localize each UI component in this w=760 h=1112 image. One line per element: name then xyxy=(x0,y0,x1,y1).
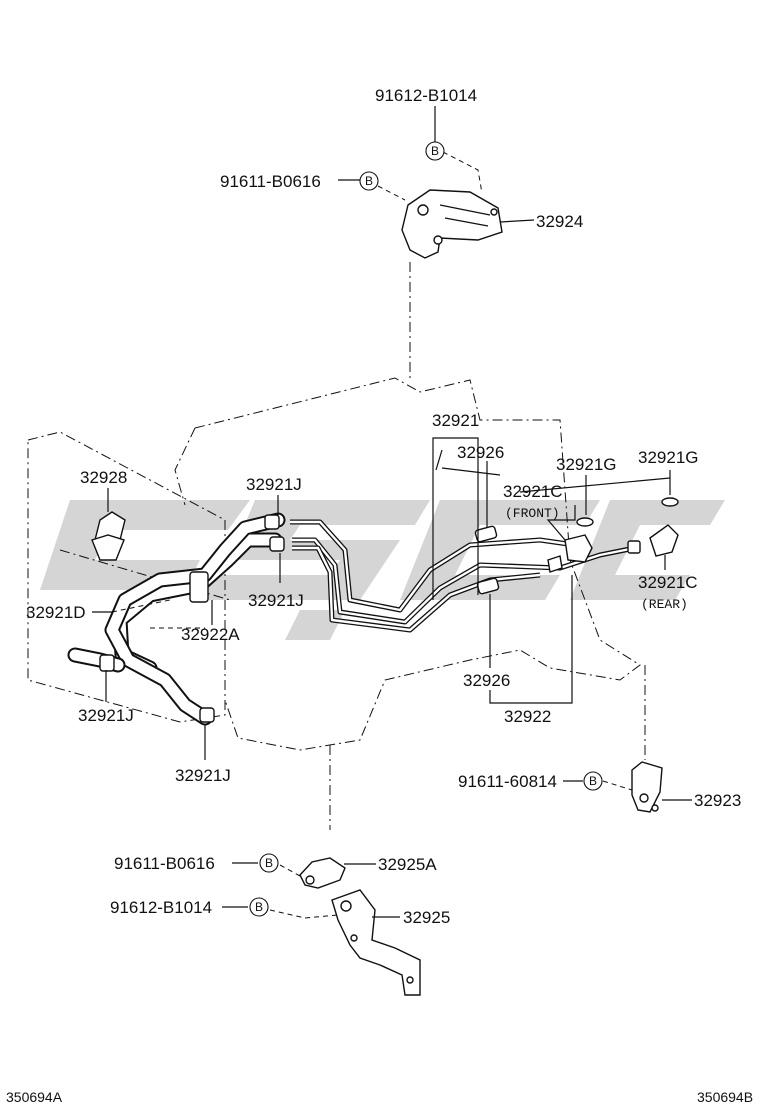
label-bracket-bottom-a: 32925A xyxy=(378,855,437,874)
label-bracket-mid: 32923 xyxy=(694,791,741,810)
label-gasket-right: 32921G xyxy=(638,448,699,467)
label-grommet-upper: 32926 xyxy=(457,443,504,462)
label-bolt-bottom1: 91611-B0616 xyxy=(114,854,215,873)
label-clamp-top-left: 32928 xyxy=(80,468,127,487)
bracket-32924 xyxy=(401,189,503,259)
label-bracket-bottom: 32925 xyxy=(403,908,450,927)
label-clip-mid: 32921J xyxy=(78,706,134,725)
label-bolt-bottom2: 91612-B1014 xyxy=(110,898,212,917)
circled-b-icon: B xyxy=(425,141,445,161)
label-front-note: (FRONT) xyxy=(505,506,560,521)
label-clip-top-a: 32921J xyxy=(246,475,302,494)
diagram-code-right: 350694B xyxy=(697,1089,753,1105)
bracket-32923 xyxy=(631,761,663,813)
diagram-code-left: 350694A xyxy=(6,1089,63,1105)
label-union-rear: 32921C xyxy=(638,573,698,592)
label-gasket-left: 32921G xyxy=(556,455,617,474)
circled-b-icon: B xyxy=(583,771,603,791)
label-clip-top-b: 32921J xyxy=(248,591,304,610)
label-bolt-top: 91612-B1014 xyxy=(375,86,477,105)
label-rear-note: (REAR) xyxy=(641,597,688,612)
svg-text:B: B xyxy=(589,774,597,788)
tube-set-32921 xyxy=(290,497,679,633)
label-clip-low: 32921J xyxy=(175,766,231,785)
label-tube-set-lower: 32922 xyxy=(504,707,551,726)
circled-b-icon: B xyxy=(259,853,279,873)
svg-text:B: B xyxy=(255,900,263,914)
svg-text:B: B xyxy=(265,856,273,870)
label-hose-d: 32921D xyxy=(26,603,86,622)
part-labels: 91612-B1014 91611-B0616 32924 32921 3292… xyxy=(6,86,753,1105)
label-bolt-mid: 91611-60814 xyxy=(458,772,557,791)
label-bolt-top2: 91611-B0616 xyxy=(220,172,321,191)
label-union-front: 32921C xyxy=(503,482,563,501)
circled-b-icon: B xyxy=(359,171,379,191)
label-hose-a: 32922A xyxy=(181,625,240,644)
circled-b-icon: B xyxy=(249,897,269,917)
bracket-32925A xyxy=(299,857,346,889)
svg-text:B: B xyxy=(431,144,439,158)
hose-assembly xyxy=(67,512,286,726)
bracket-32925 xyxy=(331,889,421,996)
clamp-32928 xyxy=(91,511,126,561)
svg-text:B: B xyxy=(365,174,373,188)
label-grommet-lower: 32926 xyxy=(463,671,510,690)
leader-lines xyxy=(92,106,692,919)
label-tube-set: 32921 xyxy=(432,411,479,430)
label-bracket-top: 32924 xyxy=(536,212,583,231)
